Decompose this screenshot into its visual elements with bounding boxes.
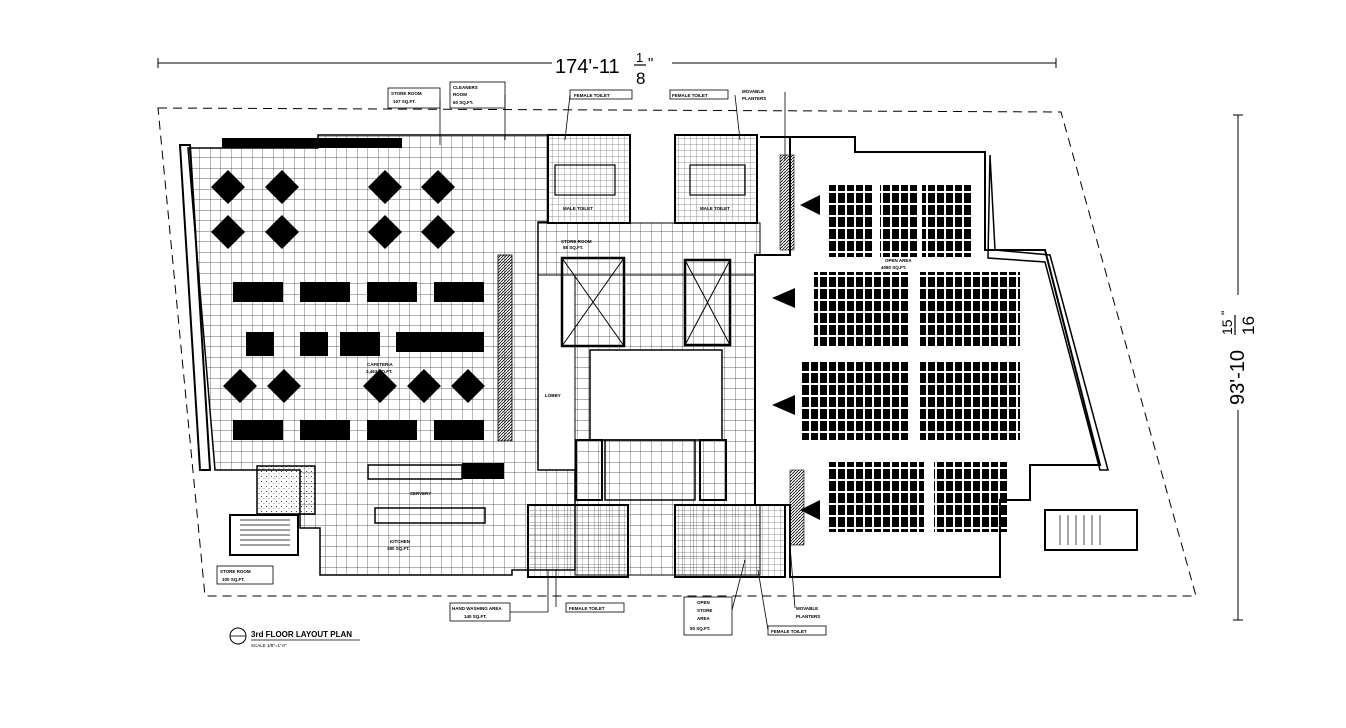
width-whole-text: 174'-11 (555, 56, 620, 78)
planter-strip-top (779, 154, 795, 251)
movable-planters-top-label-2: PLANTERS (742, 96, 766, 101)
open-store-area-sqft: 50 SQ.FT. (690, 626, 710, 631)
store-room-bottom-area: 100 SQ.FT. (222, 577, 245, 582)
atrium-void (589, 349, 723, 441)
lift-shaft-right (683, 258, 732, 347)
kitchen-label: KITCHEN (390, 539, 410, 544)
movable-planters-top-label: MOVABLE (742, 89, 764, 94)
open-store-area-label-3: AREA (697, 616, 711, 621)
width-denominator: 8 (636, 69, 645, 88)
height-numerator: 15 (1219, 319, 1235, 335)
height-inch-mark: " (1219, 311, 1233, 315)
central-stair (604, 439, 696, 501)
open-area-sqft: 4080 SQ.FT. (881, 265, 906, 270)
width-numerator: 1 (636, 50, 643, 65)
height-whole-text: 93'-10 (1227, 350, 1249, 405)
cleaners-room-label-2: ROOM (453, 92, 467, 97)
movable-planters-bottom-label-2: PLANTERS (796, 614, 820, 619)
height-dimension: 93'-10 15 16 " (1219, 114, 1258, 621)
store-room-bottom-fill (256, 465, 316, 515)
cafeteria-area-text: 3,463 SQ.FT. (366, 369, 393, 374)
planter-strip-bottom (789, 469, 805, 546)
kitchen-area-text: 380 SQ.FT. (387, 546, 410, 551)
movable-planters-bottom-label: MOVABLE (796, 606, 818, 611)
square-table-group (211, 170, 485, 403)
hand-washing-label: HAND WASHING AREA (452, 606, 502, 611)
height-denominator: 16 (1239, 316, 1258, 335)
store-room-mid-area: 88 SQ.FT. (563, 245, 583, 250)
female-toilet-bottom1-label: FEMALE TOILET (569, 606, 605, 611)
open-area-label: OPEN AREA (885, 258, 912, 263)
toilet-block-bottom-right (674, 504, 786, 578)
store-room-bottom-label: STORE ROOM (220, 569, 251, 574)
cleaners-room-label: CLEANERS (453, 85, 478, 90)
lift-shaft-left (560, 256, 626, 348)
servery-label: SERVERY (410, 491, 431, 496)
stair-bottom-left (229, 514, 299, 556)
servery-equipment (462, 463, 504, 479)
open-store-area-label-2: STORE (697, 608, 712, 613)
stair-bottom-right (1044, 509, 1138, 551)
plan-title: 3rd FLOOR LAYOUT PLAN (251, 630, 352, 639)
toilet-block-bottom-left (527, 504, 629, 578)
store-room-top-label: STORE ROOM (391, 91, 422, 96)
female-toilet-top2-label: FEMALE TOILET (672, 93, 708, 98)
hand-washing-area: 140 SQ.FT. (464, 614, 487, 619)
title-block: 3rd FLOOR LAYOUT PLAN SCALE 1/8"=1'-0" (229, 627, 360, 648)
female-toilet-top1-label: FEMALE TOILET (574, 93, 610, 98)
plan-scale: SCALE 1/8"=1'-0" (251, 643, 287, 648)
kitchen-counter (374, 507, 486, 524)
cafeteria-label: CAFETERIA (367, 362, 394, 367)
male-toilet-2-label: MALE TOILET (700, 206, 730, 211)
male-toilet-1-label: MALE TOILET (563, 206, 593, 211)
store-room-mid-label: STORE ROOM (561, 239, 592, 244)
planter-strip-left (497, 254, 513, 442)
open-area: OPEN AREA 4080 SQ.FT. (754, 136, 1138, 578)
callouts-bottom: STORE ROOM 100 SQ.FT. HAND WASHING AREA … (216, 544, 827, 636)
open-store-area-label: OPEN (697, 600, 710, 605)
lobby-label: LOBBY (545, 393, 561, 398)
callouts-top: STORE ROOM 107 SQ.FT. CLEANERS ROOM 60 S… (387, 81, 786, 160)
toilet-block-right: MALE TOILET (674, 134, 758, 224)
cleaners-room-area: 60 SQ.FT. (453, 100, 473, 105)
long-table-group (222, 138, 484, 440)
width-dimension: 174'-11 1 8 " (157, 50, 1057, 88)
female-toilet-bottom2-label: FEMALE TOILET (771, 629, 807, 634)
toilet-block-left: MALE TOILET (547, 134, 631, 224)
width-inch-mark: " (648, 55, 653, 72)
site-boundary (157, 107, 1197, 597)
store-room-top-area: 107 SQ.FT. (393, 99, 416, 104)
cafeteria-area: CAFETERIA 3,463 SQ.FT. SERVERY KITCHEN 3… (178, 134, 576, 576)
